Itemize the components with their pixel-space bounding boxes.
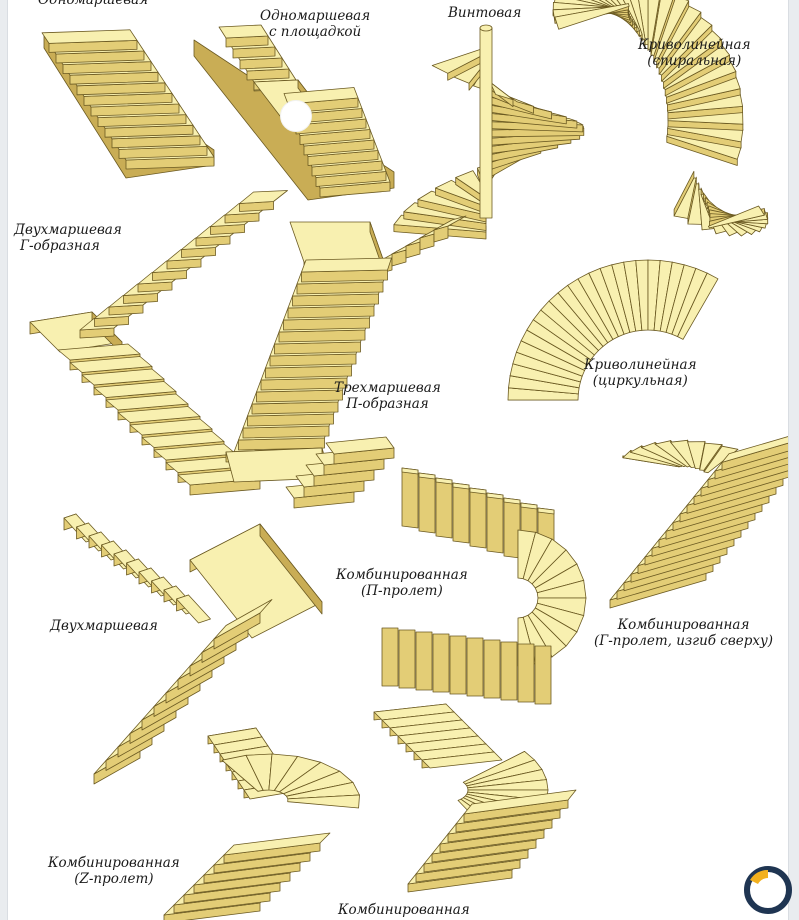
riser <box>534 645 552 705</box>
stair-combined-l <box>609 436 788 609</box>
tread <box>93 381 177 398</box>
tread <box>677 272 719 340</box>
stair-curved-circular <box>507 259 719 401</box>
caption-two-flight: Двухмаршевая <box>50 618 158 634</box>
tread <box>69 356 153 373</box>
riser <box>452 482 470 544</box>
tread <box>537 507 555 515</box>
stair-spiral-screw <box>393 24 585 240</box>
tread <box>418 472 436 480</box>
riser <box>483 639 501 699</box>
tread <box>433 215 467 231</box>
riser <box>449 635 467 695</box>
tread <box>721 436 788 463</box>
tread <box>703 445 739 474</box>
riser <box>415 631 433 691</box>
tread <box>129 418 213 436</box>
caption-spiral-screw: Винтовая <box>448 5 522 21</box>
tread <box>653 0 690 63</box>
caption-three-flight-u: Трехмаршевая П-образная <box>334 380 441 412</box>
stair-curved-spiral <box>552 0 769 237</box>
brand-logo-icon[interactable] <box>744 866 792 914</box>
caption-curved-circular: Криволинейная (циркульная) <box>584 357 697 389</box>
riser <box>401 467 419 529</box>
caption-single-landing: Одномаршевая с площадкой <box>260 8 371 40</box>
tread <box>650 0 674 56</box>
stairs-illustration <box>29 0 788 920</box>
tread <box>554 3 630 30</box>
caption-combined-l: Комбинированная (Г-пролет, изгиб сверху) <box>594 617 774 649</box>
riser <box>627 0 643 42</box>
riser <box>517 643 535 703</box>
stair-two-flight <box>63 513 323 785</box>
caption-combined-u: Комбинированная (П-пролет) <box>336 567 468 599</box>
riser <box>418 472 436 534</box>
riser <box>486 492 504 554</box>
riser <box>398 629 416 689</box>
landing-side <box>259 523 323 615</box>
stair-single-flight <box>41 29 215 179</box>
tread <box>463 789 577 815</box>
tread <box>218 24 269 39</box>
tread <box>647 0 660 51</box>
tread <box>176 594 211 624</box>
riser <box>466 637 484 697</box>
tread <box>57 343 141 361</box>
tread <box>435 477 453 485</box>
tread <box>117 406 201 423</box>
tread <box>105 393 189 411</box>
tread <box>239 190 288 204</box>
tread <box>325 436 395 455</box>
riser <box>503 497 521 559</box>
stair-combined-bottom <box>373 703 577 893</box>
white-dot <box>280 100 312 132</box>
diagram-sheet: Одномаршевая Одномаршевая с площадкой Ви… <box>8 0 788 920</box>
tread <box>301 257 392 273</box>
tread <box>287 794 360 809</box>
tread <box>452 482 470 490</box>
tread <box>469 487 487 495</box>
tread <box>81 368 165 386</box>
pole <box>479 27 493 219</box>
riser <box>432 633 450 693</box>
riser <box>435 477 453 539</box>
tread <box>153 443 237 461</box>
stair-two-flight-l <box>29 190 288 496</box>
tread <box>141 431 225 448</box>
tread <box>213 599 273 640</box>
caption-single-flight: Одномаршевая <box>38 0 149 8</box>
tread <box>486 492 504 500</box>
riser <box>500 641 518 701</box>
caption-combined-z: Комбинированная (Z-пролет) <box>48 855 180 887</box>
tread <box>708 205 765 229</box>
riser <box>469 487 487 549</box>
tread <box>283 87 359 105</box>
tread <box>503 497 521 505</box>
caption-two-flight-l: Двухмаршевая Г-образная <box>14 222 122 254</box>
caption-combined-bottom: Комбинированная <box>338 902 470 918</box>
stair-combined-z <box>163 727 360 920</box>
tread <box>401 467 419 475</box>
caption-curved-spiral: Криволинейная (спиральная) <box>638 37 751 69</box>
pole-top <box>479 24 493 32</box>
stair-three-flight-u <box>225 215 467 509</box>
tread <box>223 832 331 856</box>
tread <box>421 751 503 769</box>
riser <box>381 627 399 687</box>
stair-combined-u <box>381 467 587 705</box>
tread <box>41 29 138 44</box>
tread <box>520 502 538 510</box>
